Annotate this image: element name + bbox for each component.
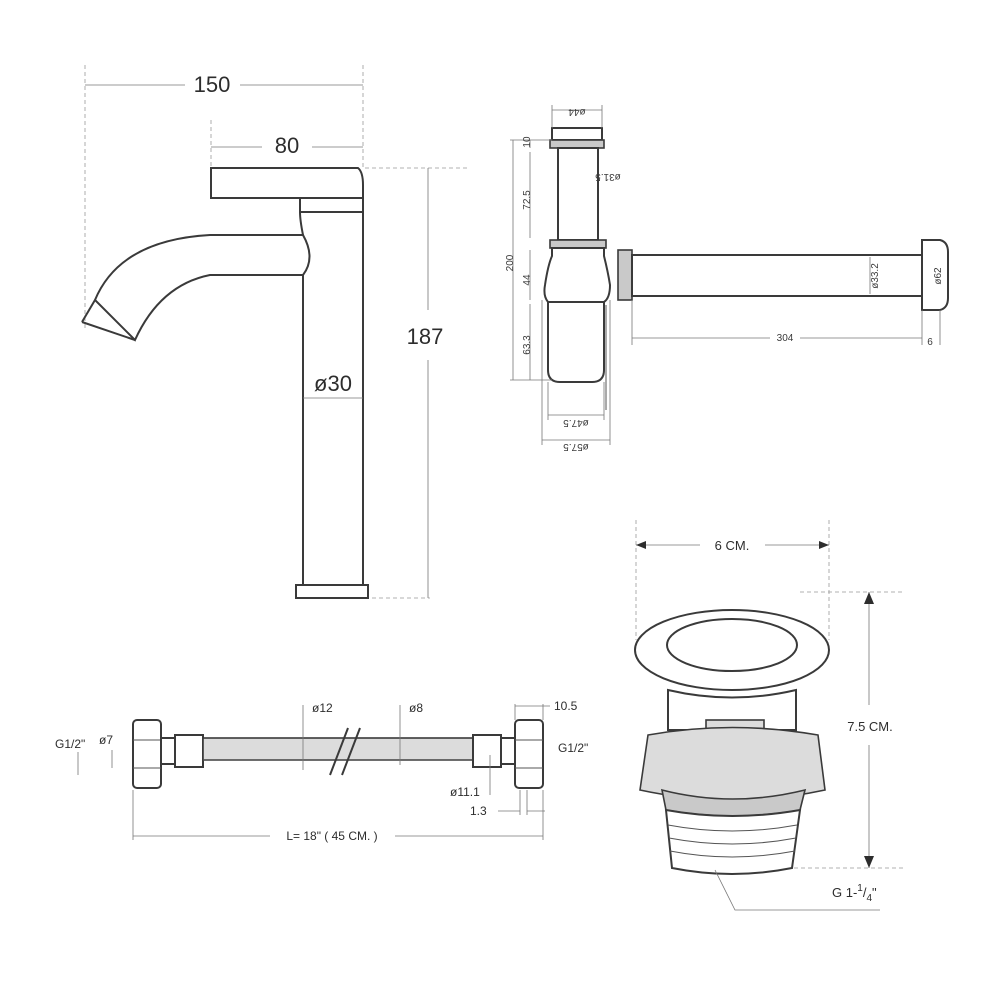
hose-left-ferrule — [174, 734, 204, 768]
trap-total-h-label: 200 — [505, 254, 516, 271]
faucet-body — [298, 211, 364, 586]
drain-body-ring — [639, 726, 826, 801]
hose-inner-dia-label: ø8 — [409, 701, 423, 715]
trap-top-nut — [551, 127, 603, 141]
trap-outer-dia-label: ø57.5 — [563, 441, 589, 452]
trap-pipe-dia-label: ø33.2 — [870, 263, 881, 289]
hose-right-thread-label: G1/2" — [558, 741, 588, 755]
trap-flange-t-label: 6 — [927, 337, 933, 348]
hose-wall-label: 1.3 — [470, 804, 487, 818]
drain-thread-num: 1 — [857, 883, 863, 894]
trap-bottle — [547, 301, 605, 383]
trap-wall-flange — [921, 239, 949, 311]
drain-height-label: 7.5 CM. — [847, 719, 893, 734]
hose-break-mark — [341, 727, 361, 776]
drain-width-label: 6 CM. — [715, 538, 750, 553]
faucet-collar — [299, 198, 363, 213]
hose-small-dia-label: ø7 — [99, 733, 113, 747]
arrow-head — [636, 541, 646, 549]
drain-thread-label: G 1-1/4" — [832, 883, 877, 904]
faucet-spout — [93, 234, 311, 342]
hose-drawing: ø12 ø8 10.5 G1/2" ø7 G1/2" ø11.1 1.3 L= … — [55, 699, 588, 843]
trap-mid-h-label: 44 — [522, 274, 533, 286]
drain-thread-inch: " — [872, 885, 877, 900]
hose-left-collar — [160, 737, 176, 765]
leader-line — [714, 869, 880, 911]
faucet-diameter-label: ø30 — [314, 371, 352, 396]
hose-nut-width-label: 10.5 — [554, 699, 578, 713]
faucet-drawing: 150 80 187 ø30 — [81, 65, 470, 599]
drain-thread-line — [669, 850, 796, 858]
trap-flange-dia-label: ø62 — [933, 267, 944, 285]
trap-lower-h-label: 63.3 — [522, 335, 533, 355]
hose-left-nut — [132, 719, 162, 789]
trap-mid-ring — [549, 239, 607, 249]
hose-right-nut — [514, 719, 544, 789]
trap-outlet-pipe — [631, 254, 923, 297]
faucet-spout-tip — [81, 299, 96, 323]
hose-right-ferrule — [472, 734, 502, 768]
hose-right-collar — [500, 737, 516, 765]
drain-thread-line — [667, 824, 798, 832]
hose-break-mark — [329, 727, 349, 776]
arrow-head — [819, 541, 829, 549]
faucet-spout-outlet — [81, 321, 136, 341]
faucet-spout-width-label: 80 — [275, 133, 299, 158]
trap-upper-dia-label: ø31.5 — [595, 171, 621, 182]
faucet-height-label: 187 — [407, 324, 444, 349]
drain-drawing: 6 CM. 7.5 CM. G 1-1/4" — [634, 520, 905, 911]
faucet-base — [295, 584, 369, 599]
bottle-trap-drawing: ø44 200 10 72.5 44 63.3 ø31.5 ø33.2 ø62 — [505, 105, 949, 452]
trap-top-h-label: 10 — [522, 136, 533, 148]
hose-length-label: L= 18" ( 45 CM. ) — [286, 829, 377, 843]
trap-pipe-len-label: 304 — [777, 333, 794, 344]
faucet-handle — [210, 167, 364, 199]
drain-cap — [666, 618, 798, 672]
hose-left-thread-label: G1/2" — [55, 737, 85, 751]
drain-thread-den: 4 — [866, 893, 872, 904]
hose-outer-dia-label: ø12 — [312, 701, 333, 715]
faucet-width-total-label: 150 — [194, 72, 231, 97]
trap-body-dia-label: ø47.5 — [563, 417, 589, 428]
trap-upper-h-label: 72.5 — [522, 190, 533, 210]
trap-body — [543, 247, 612, 303]
trap-upper-tube — [557, 147, 599, 241]
trap-top-ring — [549, 139, 605, 149]
drain-thread-line — [668, 837, 797, 845]
hose-tail-dia-label: ø11.1 — [450, 785, 480, 799]
arrow-head — [864, 592, 874, 604]
drain-thread — [664, 808, 802, 875]
arrow-head — [864, 856, 874, 868]
drain-thread-prefix: G 1- — [832, 885, 857, 900]
trap-outlet-nut — [617, 249, 633, 301]
trap-top-dia-label: ø44 — [568, 106, 586, 117]
